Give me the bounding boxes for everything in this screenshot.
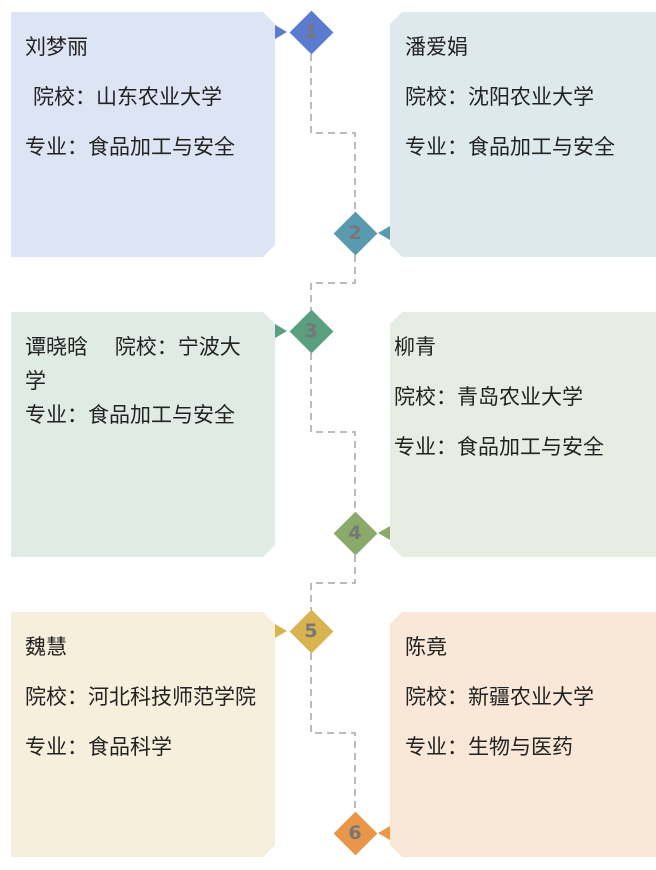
name: 潘爱娟 <box>405 35 468 59</box>
school: 院校：宁波大学 <box>25 335 241 393</box>
pointer-triangle-icon <box>275 624 287 638</box>
step-number: 6 <box>348 822 362 844</box>
name: 魏慧 <box>25 635 67 659</box>
school: 院校：新疆农业大学 <box>405 685 594 709</box>
major: 专业：食品加工与安全 <box>405 135 615 159</box>
pointer-triangle-icon <box>275 324 287 338</box>
major: 专业：食品加工与安全 <box>394 435 604 459</box>
step-number: 4 <box>348 522 362 544</box>
card-6: 陈竟 院校：新疆农业大学 专业：生物与医药 <box>390 612 656 857</box>
name: 陈竟 <box>405 635 447 659</box>
major: 专业：食品科学 <box>25 735 172 759</box>
major: 专业：食品加工与安全 <box>25 135 235 159</box>
name: 柳青 <box>394 335 436 359</box>
major: 专业：生物与医药 <box>405 735 573 759</box>
step-number: 1 <box>304 21 318 43</box>
step-number: 3 <box>304 320 318 342</box>
name: 刘梦丽 <box>25 35 88 59</box>
pointer-triangle-icon <box>378 826 390 840</box>
card-3: 谭晓晗 院校：宁波大学 专业：食品加工与安全 <box>11 312 275 557</box>
card-2: 潘爱娟 院校：沈阳农业大学 专业：食品加工与安全 <box>390 12 656 257</box>
pointer-triangle-icon <box>378 526 390 540</box>
step-number: 5 <box>304 620 318 642</box>
card-4: 柳青 院校：青岛农业大学 专业：食品加工与安全 <box>390 312 656 557</box>
school: 院校：青岛农业大学 <box>394 385 583 409</box>
pointer-triangle-icon <box>275 25 287 39</box>
school: 院校：河北科技师范学院 <box>25 685 256 709</box>
major: 专业：食品加工与安全 <box>25 403 235 427</box>
step-number: 2 <box>348 222 362 244</box>
school: 院校：沈阳农业大学 <box>405 85 594 109</box>
pointer-triangle-icon <box>378 226 390 240</box>
name: 谭晓晗 <box>25 335 88 359</box>
card-5: 魏慧 院校：河北科技师范学院 专业：食品科学 <box>11 612 275 857</box>
school: 院校：山东农业大学 <box>33 85 222 109</box>
card-1: 刘梦丽 院校：山东农业大学 专业：食品加工与安全 <box>11 12 275 257</box>
